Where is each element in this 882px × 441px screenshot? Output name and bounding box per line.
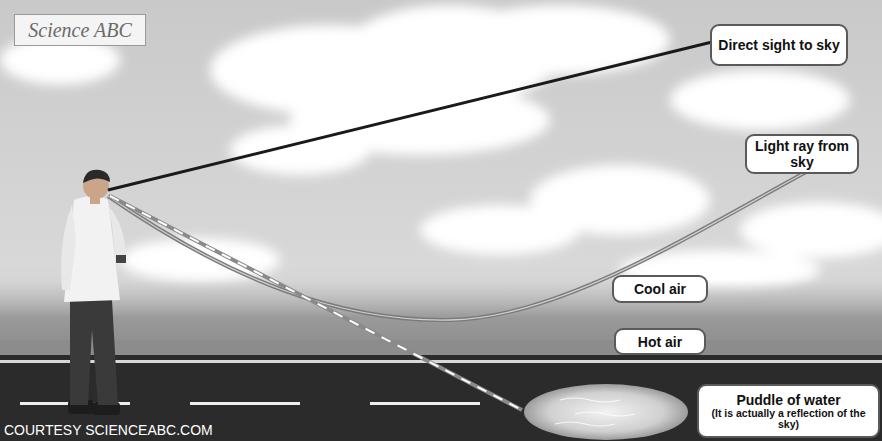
apparent-ray-dashed xyxy=(110,196,522,410)
callout-box: Direct sight to sky xyxy=(710,24,848,66)
puddle-ripples xyxy=(555,398,635,426)
callout-box: Light ray from sky xyxy=(745,134,859,174)
horizon-strip xyxy=(0,340,882,356)
callout-text: Hot air xyxy=(638,334,682,350)
callout-note: (It is actually a reflection of the sky) xyxy=(705,408,872,430)
callout-box: Puddle of water(It is actually a reflect… xyxy=(697,384,880,438)
apparent-ray-dashes xyxy=(110,196,522,410)
clouds xyxy=(0,5,882,290)
logo-box: Science ABC xyxy=(14,14,146,46)
light-ray-core xyxy=(108,172,806,320)
callout-text: Science ABC xyxy=(28,22,131,38)
light-ray-curve xyxy=(108,172,806,320)
direct-sight-line xyxy=(108,42,712,190)
credit-text: COURTESY SCIENCEABC.COM xyxy=(4,421,213,439)
person xyxy=(61,170,126,415)
callout-text: Puddle of water xyxy=(736,392,840,408)
callout-box: Hot air xyxy=(614,328,706,355)
horizon-haze xyxy=(0,280,882,355)
callout-box: Cool air xyxy=(612,275,708,303)
road-edge-line xyxy=(0,360,882,363)
puddle xyxy=(524,384,688,440)
callout-text: Cool air xyxy=(634,281,686,297)
callout-text: Direct sight to sky xyxy=(718,37,839,53)
callout-text: Light ray from sky xyxy=(753,138,851,170)
